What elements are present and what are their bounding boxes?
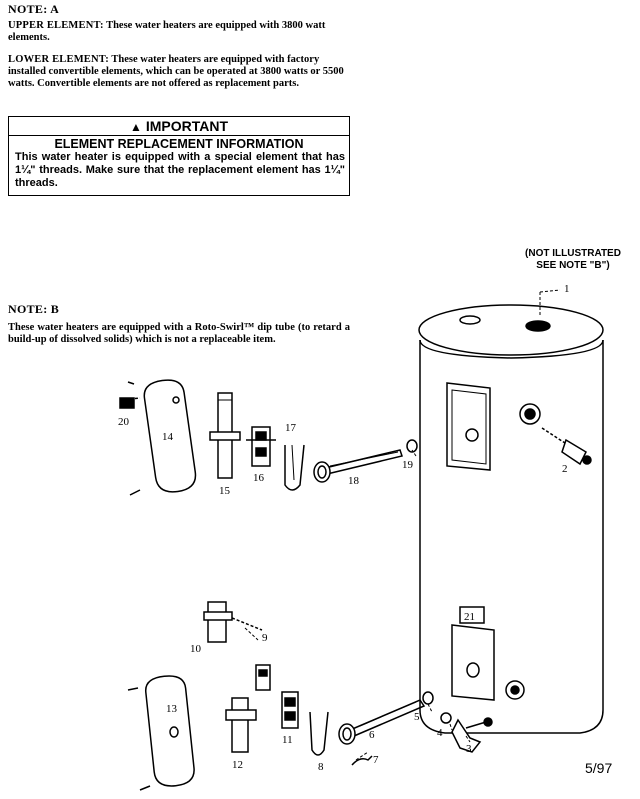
callout-16: 16 (253, 472, 265, 484)
callout-11: 11 (282, 734, 293, 746)
warning-triangle-icon: ▲ (129, 120, 142, 134)
part-7-wrench (351, 755, 373, 766)
important-body: This water heater is equipped with a spe… (15, 151, 345, 189)
note-b-heading: NOTE: B (8, 302, 60, 316)
callout-1: 1 (564, 283, 570, 295)
part-4-nipple (440, 712, 452, 724)
part-6-lower-element (338, 699, 426, 745)
not-illustrated-line1: (NOT ILLUSTRATED (525, 248, 621, 259)
callout-9: 9 (262, 632, 268, 644)
part-20-screw (119, 381, 135, 409)
important-title: ▲IMPORTANT (9, 117, 349, 136)
callout-6: 6 (369, 729, 375, 741)
callout-2: 2 (562, 463, 568, 475)
part-15-thermostat (209, 392, 241, 479)
callout-12: 12 (232, 759, 243, 771)
callout-20: 20 (118, 416, 130, 428)
callout-14: 14 (162, 431, 174, 443)
note-b-paragraph: These water heaters are equipped with a … (8, 322, 350, 345)
not-illustrated-line2: SEE NOTE "B") (536, 260, 610, 271)
note-a-upper-paragraph: UPPER ELEMENT: These water heaters are e… (8, 20, 350, 44)
note-a-heading: NOTE: A (8, 2, 60, 16)
callout-18: 18 (348, 475, 360, 487)
callout-13: 13 (166, 703, 178, 715)
callout-7: 7 (373, 754, 379, 766)
important-box: ▲IMPORTANT ELEMENT REPLACEMENT INFORMATI… (8, 116, 350, 196)
part-16-switch (246, 426, 276, 467)
lower-element-text: These water heaters are equipped with fa… (8, 54, 344, 89)
lower-element-lead: LOWER ELEMENT: (8, 54, 109, 65)
part-14-cover (119, 379, 197, 496)
callout-19: 19 (402, 459, 414, 471)
part-10-thermostat (203, 601, 263, 643)
water-heater-tank (418, 304, 604, 734)
date-code: 5/97 (585, 760, 613, 776)
important-title-text: IMPORTANT (145, 118, 229, 134)
part-3-drain-valve (451, 717, 493, 753)
callout-21: 21 (464, 611, 475, 623)
part-2-valve (541, 427, 592, 466)
callout-8: 8 (318, 761, 324, 773)
important-subtitle: ELEMENT REPLACEMENT INFORMATION (54, 137, 304, 151)
callout-10: 10 (190, 643, 202, 655)
callout-5: 5 (414, 711, 420, 723)
leader-lines (244, 289, 561, 761)
callout-4: 4 (437, 727, 443, 739)
part-11-switch (255, 664, 299, 729)
upper-element-text: These water heaters are equipped with 38… (8, 20, 326, 43)
callout-3: 3 (466, 743, 472, 755)
part-12-thermostat (225, 697, 257, 753)
callout-15: 15 (219, 485, 231, 497)
not-illustrated-note: (NOT ILLUSTRATED SEE NOTE "B") (510, 248, 636, 272)
part-13-cover (127, 675, 195, 791)
part-18-upper-element (313, 449, 403, 483)
callout-17: 17 (285, 422, 297, 434)
part-8-clip (309, 711, 329, 756)
part-5-gasket (422, 691, 434, 705)
part-17-clip (284, 444, 305, 491)
part-19-gasket (406, 439, 418, 453)
note-a-lower-paragraph: LOWER ELEMENT: These water heaters are e… (8, 54, 350, 90)
upper-element-lead: UPPER ELEMENT: (8, 20, 104, 31)
